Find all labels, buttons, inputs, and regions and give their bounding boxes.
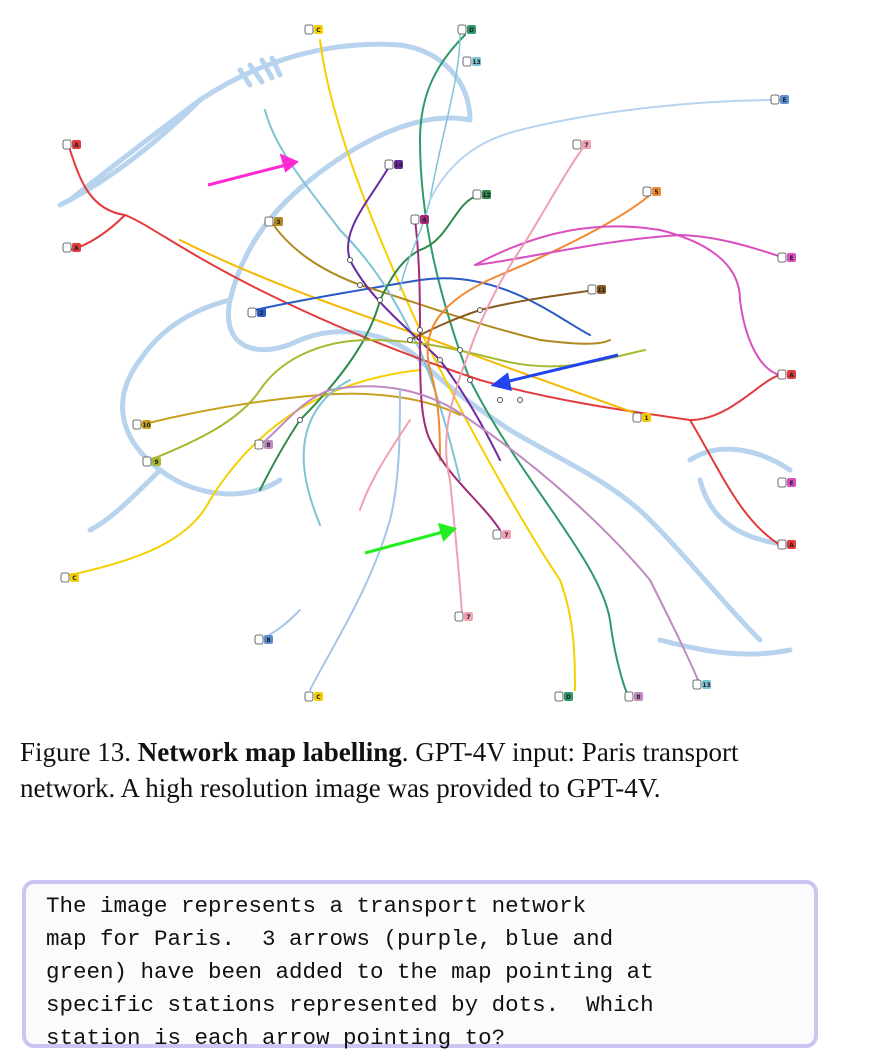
figure-caption: Figure 13. Network map labelling. GPT-4V… [20,734,840,806]
terminal-badge: 11 [587,284,606,295]
terminal-label: A [74,245,79,252]
terminal-label: A [789,542,794,549]
terminal-label: 13 [702,682,710,689]
terminal-badge: 14 [384,159,403,170]
prompt-box: The image represents a transport network… [22,880,818,1051]
terminal-badge: B [254,634,273,645]
terminal-label: B [266,637,271,644]
terminal-label: 14 [394,162,402,169]
terminal-label: 11 [597,287,605,294]
terminal-label: 1 [644,415,648,422]
terminal-badge: 7 [572,139,591,150]
terminal-label: A [74,142,79,149]
terminal-badge: 13 [462,56,481,67]
terminal-badge: 12 [472,189,491,200]
terminal-label: 12 [482,192,490,199]
terminal-badge: 1 [632,412,651,423]
terminal-label: 8 [636,694,640,701]
terminal-label: C [72,575,77,582]
terminal-label: 4 [422,217,426,224]
terminal-label: C [316,27,321,34]
terminal-label: D [566,694,571,701]
figure-title: Network map labelling [137,737,402,767]
terminal-label: 7 [504,532,508,539]
terminal-badge: 8 [254,439,273,450]
terminal-label: D [469,27,474,34]
terminal-badge: A [777,539,796,550]
terminal-label: E [782,97,786,104]
terminal-badge: A [777,369,796,380]
blue-arrow [490,353,619,392]
stations [297,257,523,423]
green-arrow [364,522,457,555]
terminal-badge: C [60,572,79,583]
terminal-badge: D [457,24,476,35]
terminal-label: E [789,480,793,487]
terminal-badge: 9 [142,456,161,467]
transit-lines [69,34,786,696]
terminal-badge: 10 [132,419,151,430]
terminal-label: 7 [466,614,470,621]
magenta-arrow [207,153,299,187]
terminal-badge: 4 [410,214,429,225]
terminal-label: 7 [584,142,588,149]
terminal-badge: A [62,242,81,253]
terminal-badge: 3 [264,216,283,227]
terminal-label: 10 [142,422,150,429]
terminal-badge: 7 [454,611,473,622]
terminal-label: 5 [654,189,658,196]
terminal-badge: 5 [642,186,661,197]
terminal-label: E [789,255,793,262]
terminal-label: C [316,694,321,701]
terminal-label: A [789,372,794,379]
terminal-badge: 7 [492,529,511,540]
seine-river [57,41,793,657]
terminal-badge: 8 [624,691,643,702]
figure-caption-text: . GPT-4V input: Paris transport network.… [20,737,739,803]
terminal-label: 2 [259,310,263,317]
terminal-badge: 13 [692,679,711,690]
terminal-badge: C [304,24,323,35]
terminal-badge: E [777,252,796,263]
terminal-badge: E [770,94,789,105]
terminal-badge: 2 [247,307,266,318]
terminal-label: 3 [276,219,280,226]
terminal-label: 9 [154,459,158,466]
terminal-badge: E [777,477,796,488]
prompt-text: The image represents a transport network… [46,893,654,1051]
terminal-badge: A [62,139,81,150]
terminal-badge: C [304,691,323,702]
terminal-label: 13 [472,59,480,66]
figure-label: Figure 13. [20,737,131,767]
terminal-badge: D [554,691,573,702]
terminal-label: 8 [266,442,270,449]
